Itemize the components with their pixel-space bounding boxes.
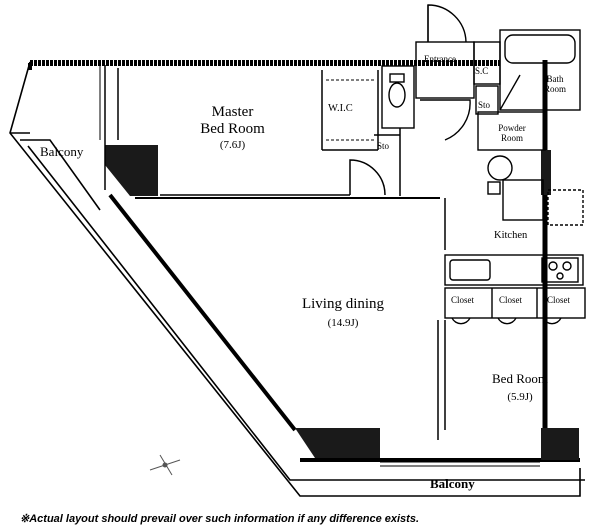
bedroom-label: Bed Room (5.9J): [470, 371, 570, 404]
powder-room-line1: Powder: [498, 123, 526, 133]
wic-label: W.I.C: [328, 103, 353, 114]
closets: [444, 287, 586, 325]
wic-shelves: [326, 79, 375, 141]
entrance-label: Entrance: [424, 54, 456, 64]
powder-room: [477, 111, 584, 226]
closet-2-label: Closet: [499, 295, 523, 305]
compass-icon: [149, 454, 181, 476]
living-dining-label: Living dining (14.9J): [278, 296, 408, 330]
windows: [99, 65, 540, 467]
balcony-bottom-label: Balcony: [430, 476, 475, 491]
bedroom-area: (5.9J): [507, 390, 533, 403]
structural-columns: [105, 145, 579, 460]
balcony-left-label: Balcony: [40, 144, 84, 159]
bedroom-name: Bed Room: [492, 371, 548, 386]
closet-3-label: Closet: [547, 295, 571, 305]
toilet-entrance: [381, 4, 501, 141]
balcony-outline: [9, 61, 585, 497]
living-dining-area: (14.9J): [327, 317, 359, 330]
master-bedroom-line1: Master: [211, 104, 254, 120]
bedroom-walls: [437, 320, 446, 440]
kitchen-label: Kitchen: [494, 230, 528, 241]
living-dining-name: Living dining: [301, 296, 385, 312]
bath-room: [499, 29, 581, 111]
bath-room-line2: Room: [543, 84, 566, 95]
kitchen-fixtures: [444, 254, 584, 286]
bath-room-label: Bath Room: [532, 74, 578, 95]
closet-1-label: Closet: [451, 295, 475, 305]
powder-room-line2: Room: [500, 133, 523, 144]
master-bedroom-walls: [104, 65, 401, 196]
master-bedroom-line2: Bed Room: [200, 121, 265, 138]
powder-room-label: Powder Room: [484, 123, 540, 144]
sc-label: S.C: [475, 66, 489, 76]
sto-wic-label: Sto: [377, 141, 390, 151]
master-bedroom-label: Master Bed Room (7.6J): [180, 104, 285, 151]
disclaimer-note: ※Actual layout should prevail over such …: [20, 513, 420, 525]
bath-room-line1: Bath: [546, 74, 564, 84]
master-bedroom-area: (7.6J): [219, 138, 246, 151]
sto-entrance-label: Sto: [478, 100, 491, 110]
